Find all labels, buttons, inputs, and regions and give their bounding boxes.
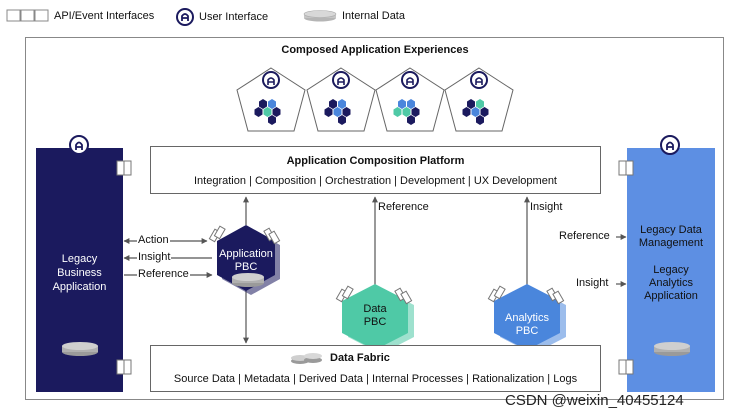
- data-fabric-data-icon: [291, 353, 322, 364]
- legacy-business-label: Legacy Business Application: [36, 252, 123, 294]
- experience-card-2: [306, 67, 376, 132]
- composition-platform-box: [150, 146, 601, 194]
- application-pbc-line-1: Application: [219, 248, 273, 260]
- experience-card-1: [236, 67, 306, 132]
- legacy-business-api-bottom-icon: [116, 359, 132, 375]
- architecture-frame: [25, 37, 724, 400]
- legacy-business-line-2: Business: [57, 267, 102, 279]
- legend-api-label: API/Event Interfaces: [54, 9, 155, 22]
- analytics-pbc-line-1: Analytics: [504, 312, 550, 324]
- legacy-business-line-1: Legacy: [61, 253, 98, 265]
- data-pbc-hexagon: [335, 284, 414, 354]
- link-insight-left: Insight: [137, 251, 172, 263]
- legacy-data-data-icon: [654, 342, 690, 356]
- data-fabric-subtitle: Source Data | Metadata | Derived Data | …: [173, 373, 578, 385]
- legacy-data-line-1: Legacy Data: [640, 224, 702, 236]
- legacy-data-line-2: Management: [638, 237, 704, 249]
- legacy-data-line-5: Application: [644, 290, 698, 302]
- internal-data-icon: [303, 10, 337, 22]
- analytics-pbc-line-2: PBC: [515, 325, 539, 337]
- legend-user-label: User Interface: [199, 11, 269, 23]
- analytics-pbc-label: Analytics PBC: [494, 312, 560, 338]
- application-pbc-hexagon: [208, 225, 281, 295]
- legend-data-label: Internal Data: [342, 9, 405, 22]
- data-fabric-box: [150, 345, 601, 392]
- legend-user: User Interface: [176, 8, 268, 26]
- legend-data: Internal Data: [302, 9, 405, 22]
- legacy-data-label: Legacy Data Management: [627, 224, 715, 250]
- data-pbc-line-2: PBC: [363, 316, 387, 328]
- platform-subtitle: Integration | Composition | Orchestratio…: [194, 175, 557, 187]
- legacy-data-api-top-icon: [618, 160, 634, 176]
- link-insight-mid: Insight: [530, 201, 563, 213]
- application-pbc-line-2: PBC: [234, 261, 258, 273]
- link-reference-left: Reference: [137, 268, 190, 280]
- experience-card-4: [444, 67, 514, 132]
- legend: API/Event Interfaces User Interface Inte…: [0, 0, 750, 34]
- data-fabric-title: Data Fabric: [330, 352, 390, 364]
- experience-card-3: [375, 67, 445, 132]
- legacy-analytics-label: Legacy Analytics Application: [627, 264, 715, 303]
- legacy-data-api-bottom-icon: [618, 359, 634, 375]
- experiences-title: Composed Application Experiences: [281, 44, 469, 56]
- application-pbc-label: Application PBC: [216, 248, 276, 274]
- watermark: CSDN @weixin_40455124: [505, 392, 684, 409]
- data-pbc-line-1: Data: [363, 303, 387, 315]
- legacy-business-data-icon: [62, 342, 98, 356]
- legacy-business-line-3: Application: [52, 281, 107, 293]
- link-insight-right: Insight: [576, 277, 609, 289]
- analytics-pbc-hexagon: [487, 284, 566, 354]
- platform-title: Application Composition Platform: [286, 155, 465, 167]
- legacy-data-line-4: Analytics: [648, 277, 694, 289]
- legacy-data-user-icon: [660, 135, 680, 155]
- legacy-business-api-top-icon: [116, 160, 132, 176]
- link-reference-right: Reference: [559, 230, 610, 242]
- data-pbc-label: Data PBC: [342, 303, 408, 329]
- legend-api: API/Event Interfaces: [6, 9, 154, 22]
- legacy-data-line-3: Legacy: [653, 264, 689, 276]
- link-reference-mid: Reference: [378, 201, 429, 213]
- legacy-business-user-icon: [69, 135, 89, 155]
- user-interface-icon: [176, 8, 194, 26]
- link-action: Action: [137, 234, 170, 246]
- api-interface-icon: [6, 9, 49, 22]
